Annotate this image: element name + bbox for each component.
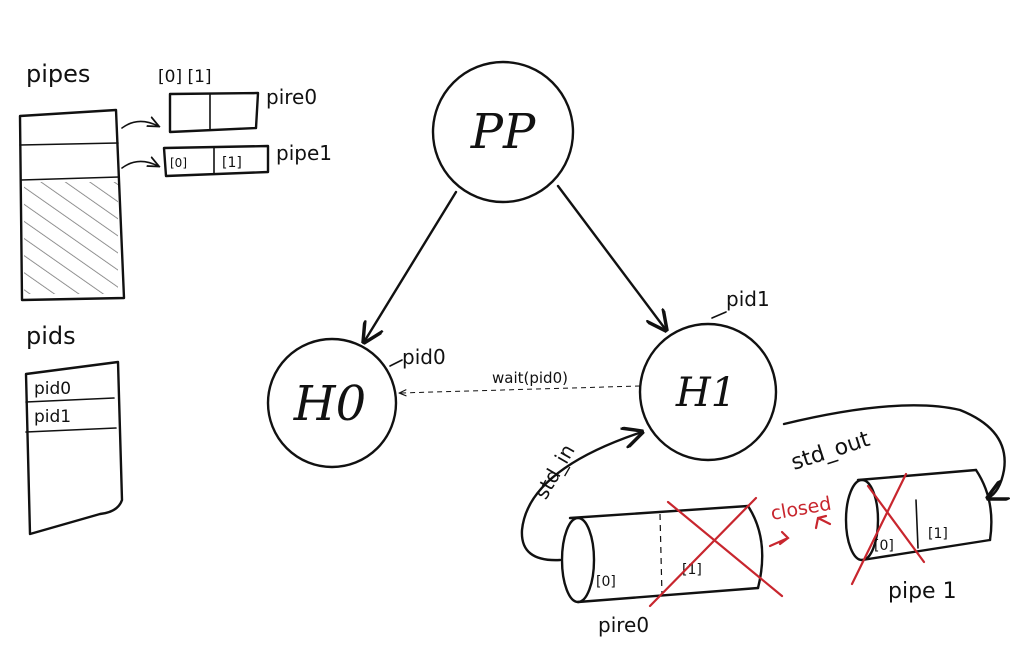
pipe0-box [168,91,260,134]
edge-wait [400,385,641,393]
pipe1-cross-b [850,472,908,586]
pids-array-row-line [25,397,115,403]
pid0-tag: pid0 [402,345,446,369]
closed-arrow-right [814,514,832,530]
pipe1-cell-1: [1] [222,155,242,171]
pipe0-tube-cap [746,504,764,590]
pipes-title: pipes [26,60,90,88]
arrow-to-pipe1 [121,161,158,169]
pipe-index-header: [0] [1] [158,67,212,87]
pid1-tag: pid1 [726,287,770,311]
pipe0-tube-divider [659,513,663,597]
pids-array: pids pid0 pid1 [24,322,124,536]
std-in-arrow [520,432,642,562]
pipe1-box [162,144,270,178]
pipes-diagram: std_in std_out [0] [1] pire0 [0] [1] pip… [520,404,1005,637]
pid0-row: pid0 [34,379,71,399]
pipe1-cell-0: [0] [874,538,894,554]
node-pp-label: PP [470,104,536,160]
pipe1-tube-name: pipe 1 [888,579,957,604]
node-h0 [266,337,398,469]
pid0-tag-tick [389,359,403,367]
pipes-array-row-line [20,176,120,181]
pid1-tag-tick [711,311,727,319]
pipe0-cross-b [648,496,758,608]
pipe-references: [0] [1] pire0 [0] [1] pipe1 [121,67,332,178]
pipes-array: pipes [18,60,126,302]
closed-arrow-left [768,530,790,548]
edge-pp-to-h1 [556,184,666,330]
pid1-row: pid1 [34,407,71,427]
pipe0-tube-top [568,504,750,520]
std-out-arrow [782,404,1005,498]
std-out-label: std_out [788,427,873,476]
pipe1-cell-0: [0] [170,156,187,170]
pipe0-tube-name: pire0 [598,613,649,637]
std-in-label: std_in [529,440,579,503]
pipe0-name: pire0 [266,85,317,109]
edge-pp-to-h0 [364,190,458,342]
pipe1-cross-a [866,484,926,564]
process-tree: PP H0 H1 pid0 pid1 wait(pid0) [266,60,778,469]
pipe1-name: pipe1 [276,141,332,165]
node-pp [431,60,575,204]
pipe0-cell-1: [1] [682,562,702,578]
pipe0-cross-a [666,500,784,598]
pipe1-tube-divider [915,499,919,549]
node-h1 [638,322,778,462]
pids-array-box [24,360,124,536]
arrow-to-pipe0 [121,121,158,129]
pipe0-tube-end [560,516,596,604]
pids-array-row-line [25,427,117,433]
edge-wait-label: wait(pid0) [492,369,568,387]
pipe1-tube-cap [974,468,993,542]
node-h0-label: H0 [293,376,366,432]
pipes-array-box [18,108,126,302]
pipe0-tube-bottom [576,586,760,604]
pipe1-tube-top [856,468,978,482]
pids-title: pids [26,322,76,350]
pipe0-cell-0: [0] [596,574,616,590]
node-h1-label: H1 [675,370,736,416]
pipes-array-hatch [24,182,118,294]
pipes-array-row-line [19,142,119,146]
pipe1-tube-bottom [860,538,992,562]
pipe1-cell-1: [1] [928,526,948,542]
